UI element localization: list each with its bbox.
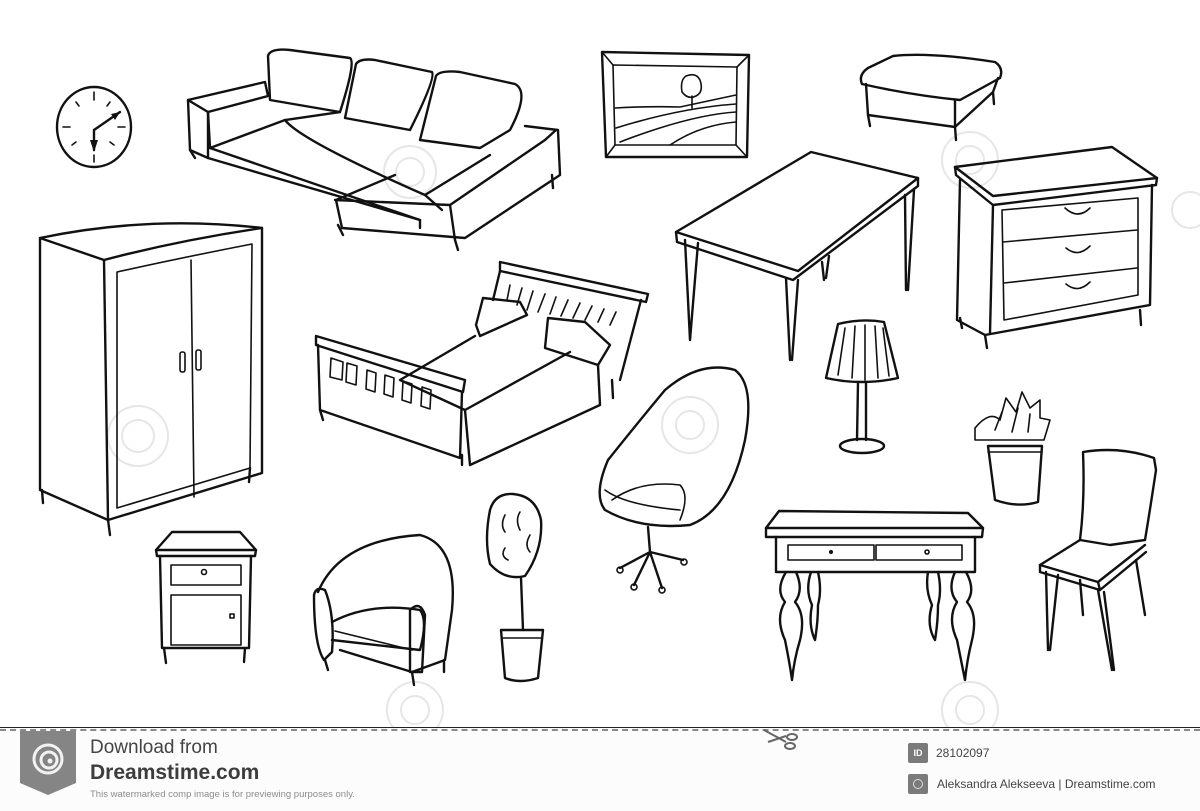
author-credit[interactable]: Aleksandra Alekseeva | Dreamstime.com <box>937 777 1156 791</box>
ottoman-drawing <box>859 53 1003 142</box>
wardrobe-drawing <box>38 222 264 537</box>
dining-table-drawing <box>674 150 920 362</box>
copyright-icon <box>908 774 928 794</box>
furniture-illustration <box>38 48 1200 728</box>
double-bed-drawing <box>314 260 650 467</box>
writing-desk-drawing <box>764 509 985 682</box>
image-id: 28102097 <box>936 746 990 760</box>
footer-top-border <box>0 727 1200 728</box>
corner-sofa-drawing <box>186 48 562 252</box>
id-badge-icon: ID <box>908 743 928 763</box>
potted-succulent-drawing <box>974 391 1051 506</box>
chest-of-drawers-drawing <box>953 145 1159 350</box>
armchair-drawing <box>312 533 454 687</box>
dashed-cut-line <box>0 729 1200 731</box>
dining-chair-drawing <box>1038 448 1158 672</box>
topiary-tree-drawing <box>485 492 545 683</box>
watermark-disclaimer: This watermarked comp image is for previ… <box>90 789 355 800</box>
watermark-footer <box>0 728 1200 811</box>
watermark-swirls <box>107 131 1200 728</box>
dreamstime-link[interactable]: Dreamstime.com <box>90 761 260 784</box>
scissors-icon <box>762 728 802 758</box>
framed-picture-drawing <box>600 50 751 159</box>
wall-clock-drawing <box>55 85 133 169</box>
dreamstime-logo-icon[interactable] <box>20 731 76 795</box>
download-from-label: Download from <box>90 737 218 758</box>
floor-lamp-drawing <box>824 319 900 455</box>
swivel-chair-drawing <box>598 366 750 594</box>
nightstand-drawing <box>154 530 258 665</box>
